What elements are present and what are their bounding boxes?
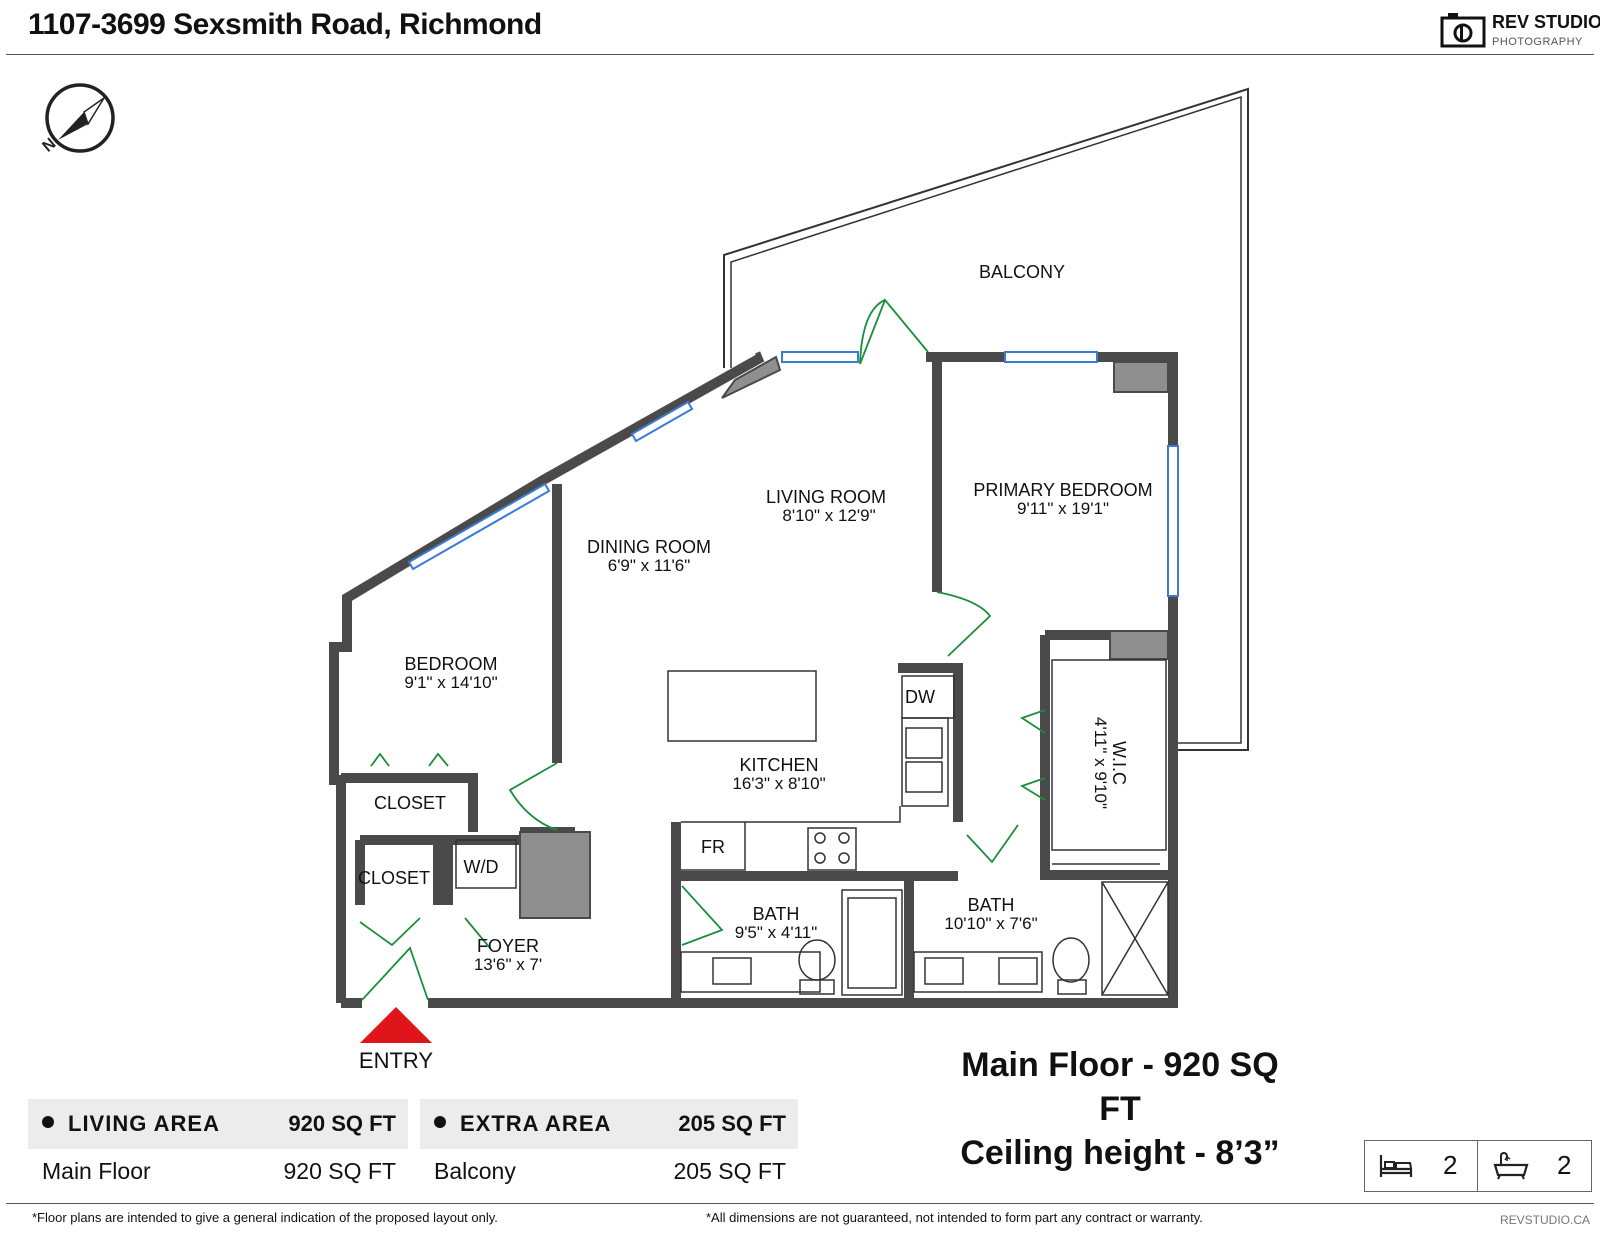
balcony-label: BALCONY: [979, 262, 1065, 282]
door-swings: [359, 298, 1046, 1001]
foyer-label: FOYER: [477, 936, 539, 956]
living-area-total: 920 SQ FT: [288, 1111, 396, 1136]
bath-1-label: BATH: [753, 904, 800, 924]
foyer-dimensions: 13'6" x 7': [474, 955, 542, 974]
closet-label-2: CLOSET: [358, 868, 430, 888]
living-area-row: Main Floor 920 SQ FT: [30, 1158, 408, 1194]
dining-room-label: DINING ROOM: [587, 537, 711, 557]
main-floor-value: 920 SQ FT: [283, 1158, 396, 1184]
room-counts: 2 2: [1364, 1140, 1592, 1192]
dishwasher-label: DW: [905, 687, 935, 707]
header-divider: [6, 54, 1594, 55]
extra-area-row: Balcony 205 SQ FT: [422, 1158, 798, 1194]
kitchen-label: KITCHEN: [739, 755, 818, 775]
primary-bedroom-label: PRIMARY BEDROOM: [973, 480, 1152, 500]
bath-2-dimensions: 10'10" x 7'6": [944, 914, 1037, 933]
main-floor-label: Main Floor: [42, 1158, 151, 1184]
page-title: 1107-3699 Sexsmith Road, Richmond: [28, 8, 542, 41]
extra-area-header: EXTRA AREA 205 SQ FT: [420, 1099, 798, 1149]
camera-icon: [1440, 13, 1486, 48]
living-room-dimensions: 8'10" x 12'9": [782, 506, 875, 525]
entry-label: ENTRY: [359, 1048, 433, 1073]
brand-logo: REV STUDIO PHOTOGRAPHY: [1440, 8, 1600, 52]
wic-label: W.I.C: [1109, 741, 1129, 785]
bed-icon: [1379, 1155, 1413, 1177]
footer-disclaimer-left: *Floor plans are intended to give a gene…: [32, 1210, 498, 1225]
bathroom-count: 2: [1557, 1150, 1572, 1180]
bathtub-icon: [1493, 1151, 1529, 1180]
counts-divider: [1477, 1141, 1478, 1191]
primary-bedroom-dimensions: 9'11" x 19'1": [1017, 499, 1109, 518]
bath-fixtures: [455, 659, 1169, 996]
fridge-label: FR: [701, 837, 725, 857]
bath-1-dimensions: 9'5" x 4'11": [735, 923, 818, 942]
extra-area-total: 205 SQ FT: [678, 1111, 786, 1136]
ceiling-height-summary: Ceiling height - 8’3”: [960, 1134, 1280, 1172]
compass-icon: N: [40, 83, 115, 156]
bedroom-count: 2: [1443, 1150, 1458, 1180]
balcony-outline: [723, 87, 1249, 751]
kitchen-fixtures: [667, 670, 955, 871]
kitchen-dimensions: 16'3" x 8'10": [732, 774, 825, 793]
bedroom-dimensions: 9'1" x 14'10": [404, 673, 497, 692]
living-area-header: LIVING AREA 920 SQ FT: [28, 1099, 408, 1149]
extra-area-label: EXTRA AREA: [434, 1111, 611, 1137]
balcony-area-label: Balcony: [434, 1158, 516, 1184]
entry-marker-icon: [360, 1007, 432, 1043]
bedroom-label: BEDROOM: [404, 654, 497, 674]
footer-divider: [6, 1203, 1594, 1204]
floor-area-summary: Main Floor - 920 SQ FT: [961, 1046, 1279, 1128]
balcony-area-value: 205 SQ FT: [673, 1158, 786, 1184]
bath-2-label: BATH: [968, 895, 1015, 915]
floor-summary: Main Floor - 920 SQ FT Ceiling height - …: [940, 1043, 1300, 1175]
logo-subtext: PHOTOGRAPHY: [1492, 36, 1583, 48]
structural-columns: [519, 355, 1169, 919]
footer-website: REVSTUDIO.CA: [1500, 1213, 1591, 1227]
living-area-label: LIVING AREA: [42, 1111, 220, 1137]
footer-disclaimer-center: *All dimensions are not guaranteed, not …: [706, 1210, 1203, 1225]
wic-dimensions: 4'11" x 9'10": [1091, 717, 1110, 809]
washer-dryer-label: W/D: [464, 857, 499, 877]
svg-text:N: N: [40, 135, 60, 155]
windows: [407, 351, 1179, 597]
dining-room-dimensions: 6'9" x 11'6": [608, 556, 691, 575]
closet-label-1: CLOSET: [374, 793, 446, 813]
living-room-label: LIVING ROOM: [766, 487, 886, 507]
logo-text: REV STUDIO: [1492, 12, 1600, 32]
